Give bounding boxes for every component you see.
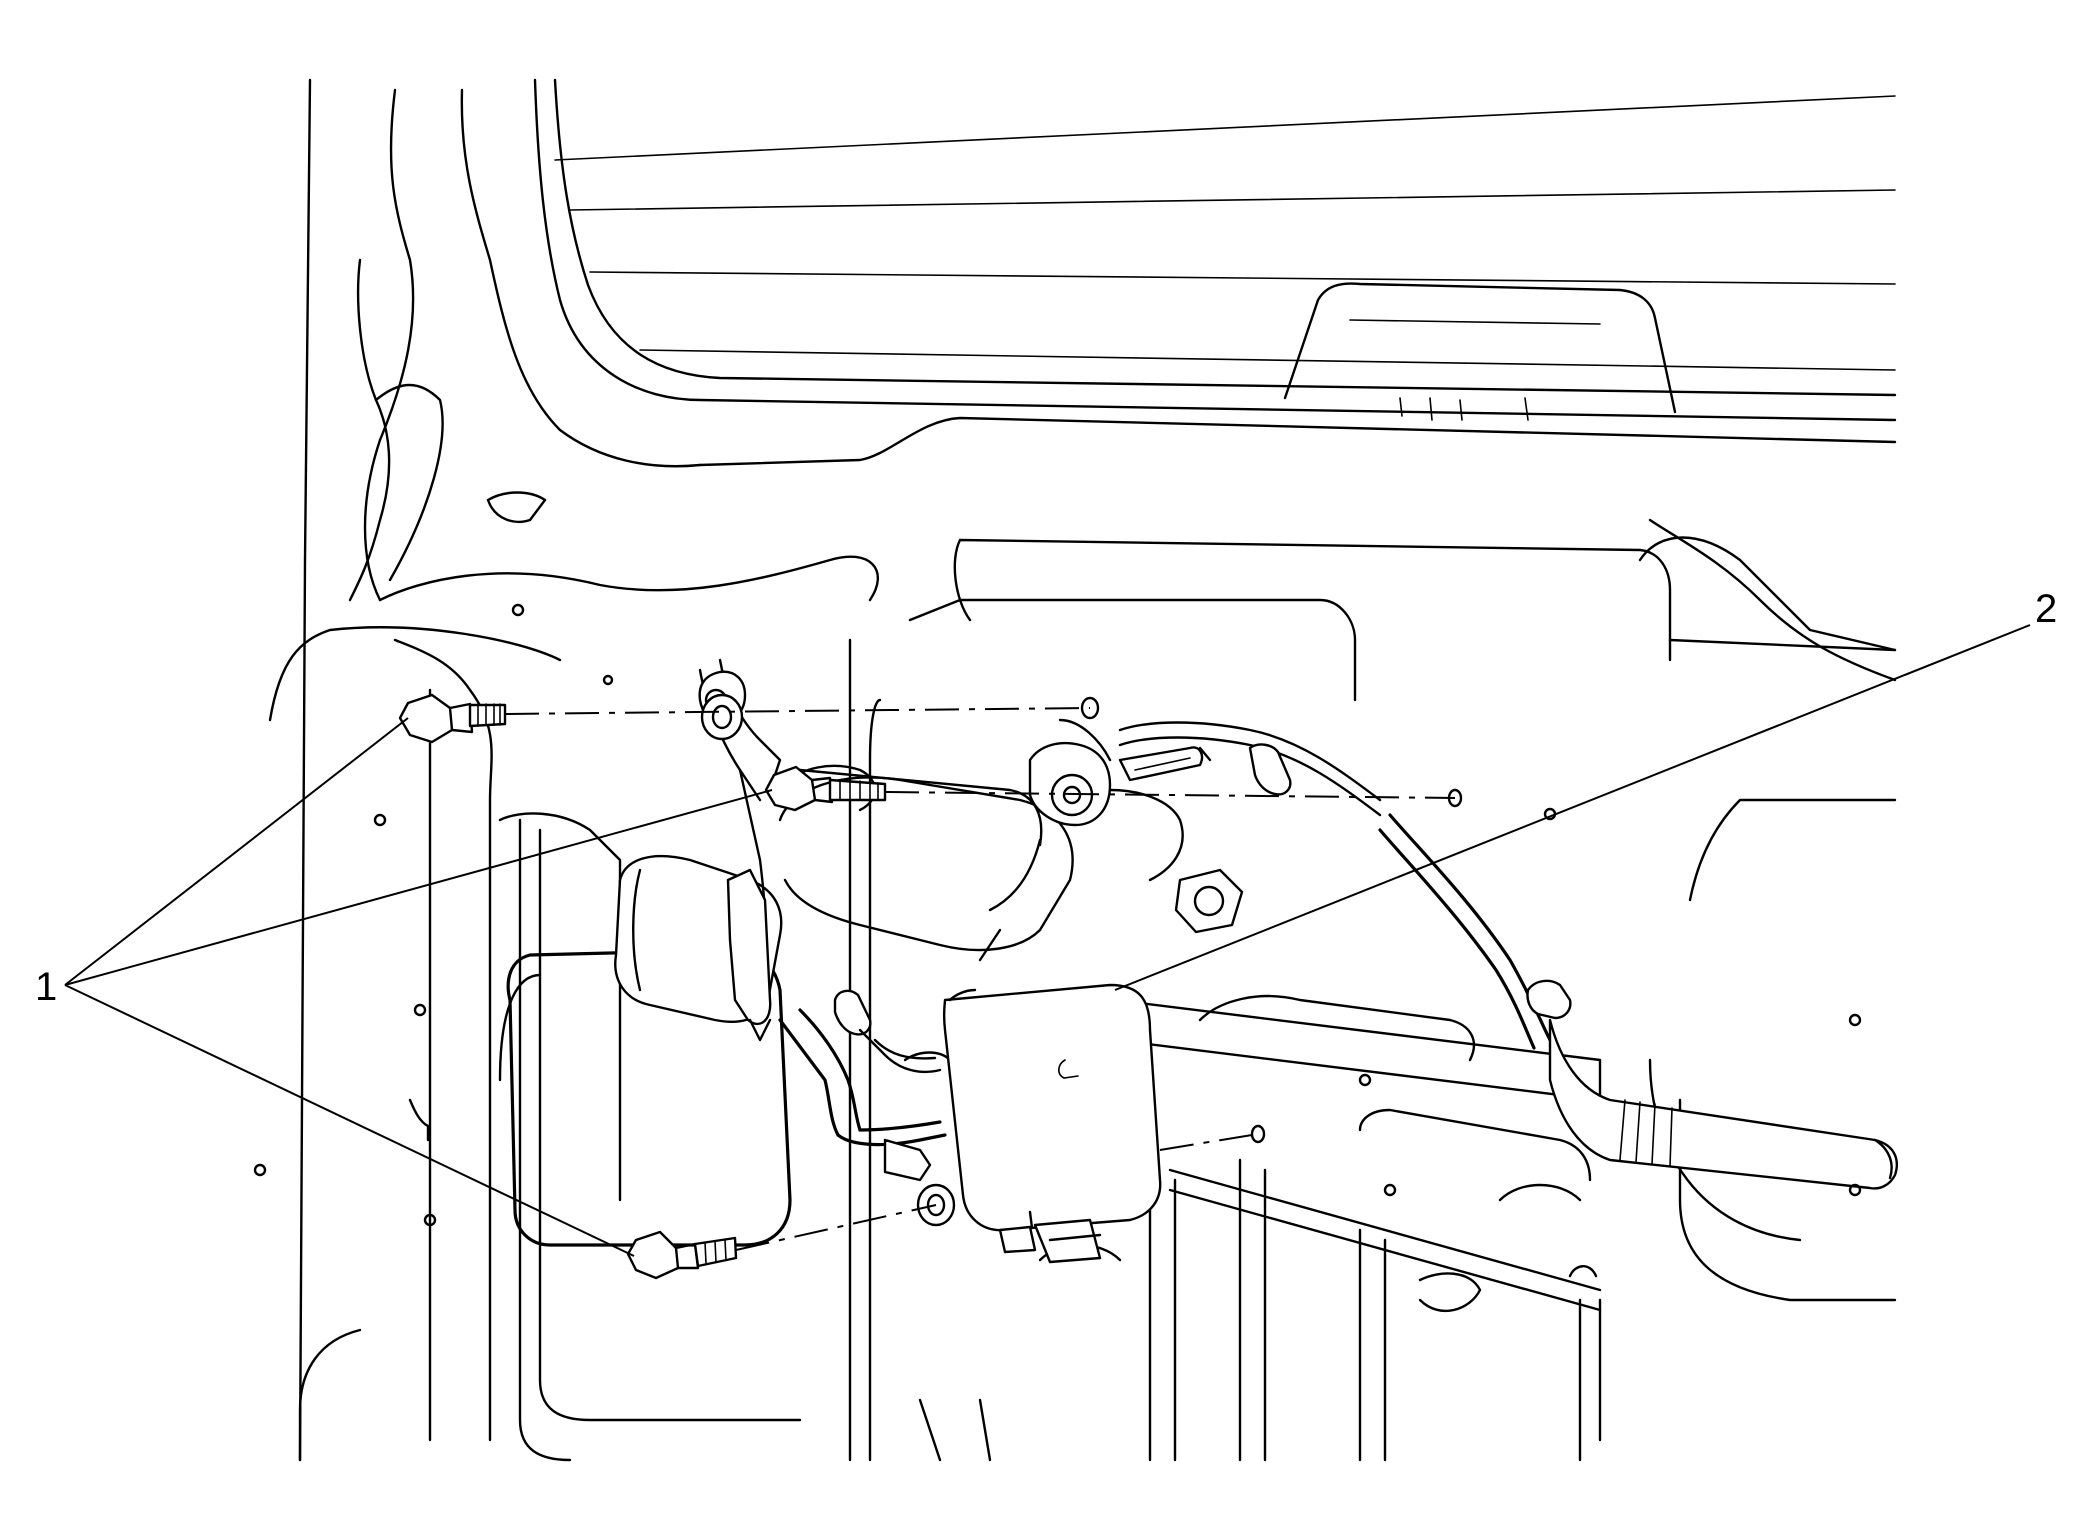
wiper-control-module — [942, 983, 1162, 1264]
callout-2-leader — [1114, 624, 2031, 991]
liftgate-outer-frame — [268, 78, 1897, 1462]
liftgate-inner-panel — [393, 518, 1897, 1462]
mounting-bolt-middle — [764, 765, 887, 812]
washer-hose — [1378, 813, 1898, 1190]
wire-harness — [778, 989, 952, 1182]
cross-reinforcement — [1113, 998, 1602, 1312]
callout-1-leaders — [64, 717, 773, 1257]
installation-centerlines — [504, 707, 1456, 1251]
wiper-motor-assembly — [614, 718, 1382, 1023]
callout-label-1: 1 — [35, 965, 57, 1009]
rear-glass — [533, 78, 1897, 422]
mounting-bolt-upper-left — [398, 693, 507, 744]
callout-label-2: 2 — [2035, 587, 2057, 631]
bolt-holes — [700, 693, 1463, 1227]
high-mount-stop-lamp-housing — [1283, 282, 1677, 421]
panel-holes — [253, 603, 1862, 1278]
access-opening — [498, 948, 792, 1247]
mounting-bolt-lower — [626, 1230, 738, 1280]
